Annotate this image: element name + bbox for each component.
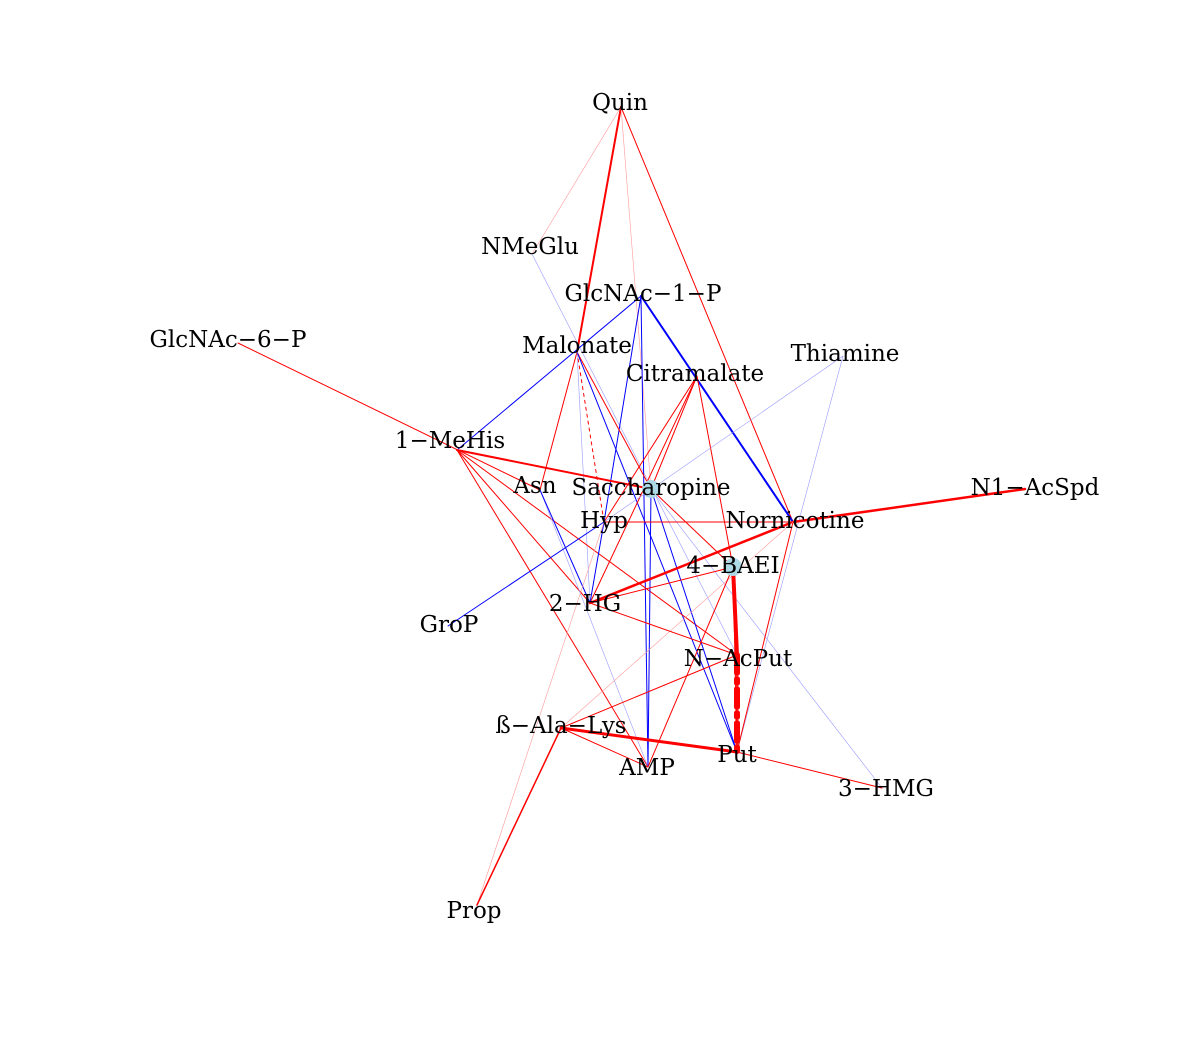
node-label-Saccharopine: Saccharopine	[571, 475, 730, 501]
node-label-Prop: Prop	[446, 898, 501, 924]
edge-Hyp-GroP	[447, 521, 605, 627]
node-label-Put: Put	[717, 742, 757, 768]
node-label-Thiamine: Thiamine	[791, 341, 900, 367]
node-marker-Saccharopine	[642, 480, 660, 498]
edge-Thiamine-Put	[736, 355, 844, 753]
edge-Saccharopine-HMG	[650, 488, 883, 789]
edge-NAcPut-AlaLys	[560, 654, 738, 729]
node-label-BAEI: 4−BAEI	[686, 553, 779, 579]
edge-MeHis-AMP	[456, 449, 649, 768]
node-marker-BAEI	[724, 558, 742, 576]
node-label-MeHis: 1−MeHis	[395, 428, 505, 454]
edge-Citramalate-Hyp	[603, 375, 698, 523]
edge-Malonate-Hyp	[576, 351, 605, 523]
edge-AlaLys-Put	[559, 726, 739, 754]
edge-Quin-Saccharopine	[620, 106, 652, 490]
edge-Malonate-Saccharopine	[576, 351, 652, 490]
edge-Nornicotine-N1AcSpd	[791, 487, 1027, 524]
edge-GlcNAc6P-Asn	[237, 342, 541, 491]
edge-GlcNAc1P-MeHis	[456, 295, 642, 451]
node-label-AMP: AMP	[618, 755, 675, 781]
edge-Nornicotine-HG	[588, 520, 795, 605]
node-label-NMeGlu: NMeGlu	[481, 234, 579, 260]
edge-AlaLys-AMP	[560, 727, 649, 768]
node-label-Quin: Quin	[592, 90, 648, 116]
edge-Put-BAEI	[732, 566, 738, 753]
edge-Asn-HG	[539, 489, 591, 604]
edge-GlcNAc1P-Nornicotine	[640, 295, 794, 523]
node-label-Nornicotine: Nornicotine	[726, 508, 865, 534]
edge-Saccharopine-AMP	[647, 488, 652, 768]
node-label-NAcPut: N−AcPut	[684, 646, 793, 672]
edge-Citramalate-BAEI	[696, 375, 734, 568]
edges-layer	[237, 106, 1027, 906]
edge-GlcNAc1P-Hyp	[603, 295, 642, 523]
node-label-HG: 2−HG	[549, 591, 621, 617]
node-label-GroP: GroP	[420, 612, 479, 638]
edge-Hyp-HG	[589, 521, 605, 604]
edge-Nornicotine-Put	[736, 521, 794, 753]
edge-GlcNAc1P-AMP	[640, 295, 649, 768]
edge-Nornicotine-AlaLys	[560, 521, 794, 729]
edge-Citramalate-Saccharopine	[650, 375, 698, 490]
node-label-HMG: 3−HMG	[838, 776, 934, 802]
node-label-Hyp: Hyp	[580, 508, 628, 534]
node-label-Malonate: Malonate	[522, 333, 632, 359]
node-label-Citramalate: Citramalate	[626, 361, 764, 387]
edge-Quin-Nornicotine	[620, 106, 794, 523]
node-label-AlaLys: ß−Ala−Lys	[495, 713, 626, 739]
edge-HG-NAcPut	[589, 602, 738, 656]
edge-MeHis-NAcPut	[456, 449, 738, 656]
edge-Put-HMG	[736, 751, 883, 789]
edge-MeHis-HG	[456, 449, 591, 604]
edge-BAEI-HG	[589, 566, 734, 604]
edge-Malonate-HG	[576, 351, 591, 604]
edge-Saccharopine-BAEI	[650, 488, 734, 568]
nodes-layer	[642, 480, 742, 576]
edge-Quin-Malonate	[576, 106, 622, 353]
edge-Asn-AMP	[539, 489, 649, 768]
edge-BAEI-AMP	[647, 566, 734, 768]
node-label-N1AcSpd: N1−AcSpd	[971, 475, 1100, 501]
node-label-Asn: Asn	[512, 473, 556, 499]
node-label-GlcNAc1P: GlcNAc−1−P	[565, 281, 722, 307]
edge-MeHis-Saccharopine	[456, 449, 652, 490]
edge-Malonate-Asn	[539, 351, 578, 491]
edge-Hyp-Prop	[476, 521, 605, 906]
edge-Malonate-Put	[576, 351, 738, 753]
edge-Quin-NMeGlu	[531, 106, 622, 255]
node-label-GlcNAc6P: GlcNAc−6−P	[150, 327, 307, 353]
edge-Saccharopine-Put	[650, 488, 738, 753]
edge-AlaLys-Prop	[476, 727, 562, 906]
edge-NMeGlu-NAcPut	[531, 253, 738, 656]
